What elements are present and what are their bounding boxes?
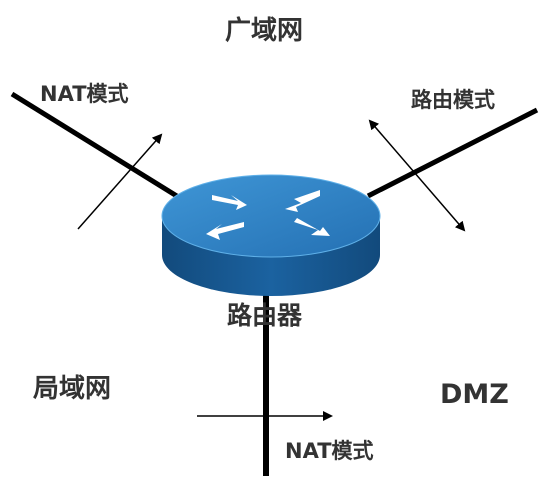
lan-label: 局域网 xyxy=(33,374,112,404)
routing-mode-label: 路由模式 xyxy=(411,88,495,112)
wan-link-left xyxy=(10,91,182,201)
router-icon xyxy=(161,174,381,296)
dmz-label: DMZ xyxy=(440,379,509,410)
wan-link-right xyxy=(366,107,539,199)
routing-bidirectional-arrow xyxy=(368,119,466,232)
nat-outbound-arrow xyxy=(77,133,163,230)
router-label: 路由器 xyxy=(227,301,303,330)
nat-mode-label-bottom: NAT模式 xyxy=(285,439,374,463)
nat-mode-label-top: NAT模式 xyxy=(40,82,129,106)
wan-label: 广域网 xyxy=(225,16,304,46)
